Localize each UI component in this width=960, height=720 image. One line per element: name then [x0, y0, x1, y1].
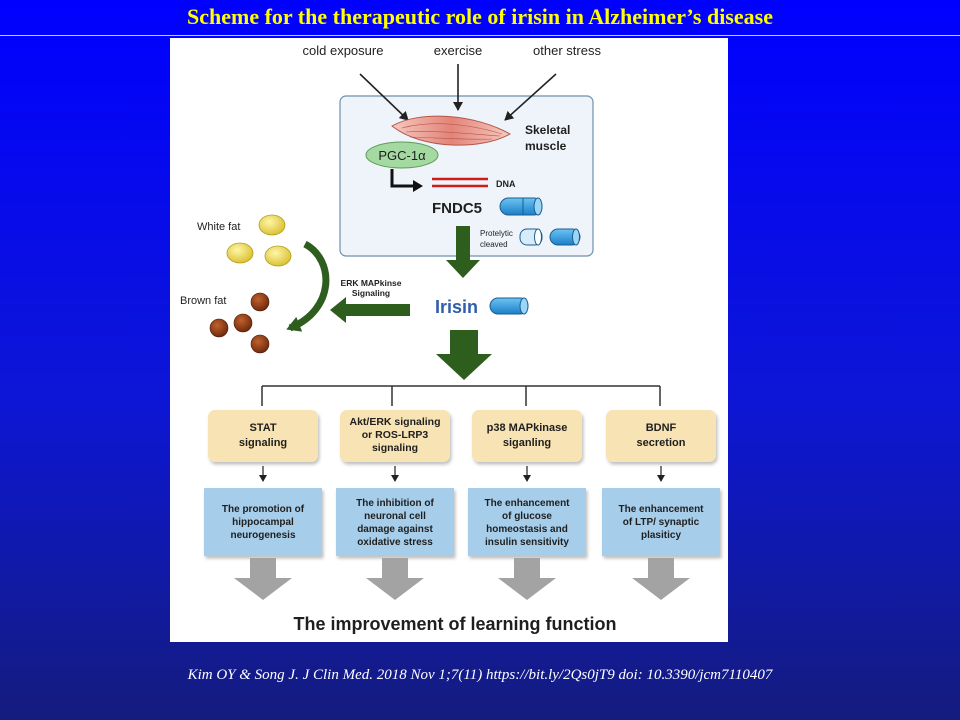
stimulus-other-stress: other stress [533, 43, 601, 58]
transcription-arrow-head [413, 180, 423, 192]
brown-fat-cell [209, 318, 229, 338]
gray-down-arrow [234, 558, 292, 600]
effect-label: neuronal cell [364, 511, 426, 522]
stimulus-exercise: exercise [434, 43, 482, 58]
brown-fat-label: Brown fat [180, 295, 226, 307]
effect-label: neurogenesis [230, 530, 295, 541]
green-arrow-to-irisin [446, 226, 480, 278]
pgc-label: PGC-1α [378, 148, 426, 163]
effect-box [336, 488, 454, 556]
muscle-label-2: muscle [525, 139, 567, 153]
gray-down-arrow [366, 558, 424, 600]
signal-label: signaling [372, 442, 418, 454]
dna-label: DNA [496, 179, 516, 189]
skeletal-muscle-icon [391, 115, 512, 146]
irisin-label: Irisin [435, 297, 478, 317]
effect-box [602, 488, 720, 556]
signal-box [606, 410, 716, 462]
slide-title: Scheme for the therapeutic role of irisi… [187, 4, 773, 29]
transcription-arrow [390, 169, 414, 188]
arrow-stress-to-muscle [504, 73, 557, 121]
signal-label: p38 MAPkinase [487, 422, 568, 434]
gray-down-arrow [498, 558, 556, 600]
effect-box [468, 488, 586, 556]
stimulus-cold-exposure: cold exposure [303, 43, 384, 58]
irisin-scheme-diagram: cold exposure exercise other stress Skel… [180, 43, 720, 634]
effect-label: damage against [357, 524, 433, 535]
effect-box [204, 488, 322, 556]
citation: Kim OY & Song J. J Clin Med. 2018 Nov 1;… [187, 667, 773, 683]
signal-label: or ROS-LRP3 [362, 429, 429, 441]
erk-label-1: ERK MAPkinse [341, 278, 402, 288]
effect-label: plasiticy [641, 530, 681, 541]
effect-label: oxidative stress [357, 537, 433, 548]
pgc-ellipse [365, 141, 439, 169]
signal-box [472, 410, 582, 462]
fat-browning-arrow [286, 240, 330, 332]
erk-label-2: Signaling [352, 288, 390, 298]
signal-box [208, 410, 318, 462]
pathway-column-bdnf: BDNF secretion The enhancement of LTP/ s… [602, 410, 720, 600]
arrow-cold-to-muscle [359, 73, 409, 121]
fndc5-label: FNDC5 [432, 200, 482, 217]
signal-box [340, 410, 450, 462]
green-arrow-to-pathways [436, 330, 492, 380]
effect-label: The enhancement [484, 498, 570, 509]
signal-label: Akt/ERK signaling [349, 416, 440, 428]
effect-label: homeostasis and [486, 524, 568, 535]
effect-label: of LTP/ synaptic [623, 517, 700, 528]
cleaved-label-2: cleaved [480, 240, 508, 249]
brown-fat-cell [250, 292, 270, 312]
pathway-column-akt-erk: Akt/ERK signaling or ROS-LRP3 signaling … [336, 410, 454, 600]
cleaved-label-1: Protelytic [480, 229, 513, 238]
white-fat-cell [264, 245, 292, 267]
effect-label: The inhibition of [356, 498, 434, 509]
fndc5-protein-icon [499, 197, 543, 216]
irisin-protein-icon [489, 297, 529, 315]
outcome-label: The improvement of learning function [293, 614, 616, 634]
brown-fat-cell [233, 313, 253, 333]
effect-label: The enhancement [618, 504, 704, 515]
brown-fat-cell [250, 334, 270, 354]
gray-down-arrow [632, 558, 690, 600]
effect-label: insulin sensitivity [485, 537, 569, 548]
irisin-scheme-figure: cold exposure exercise other stress Skel… [170, 38, 728, 642]
green-arrow-to-fat [330, 297, 410, 323]
cleaved-irisin-icon [549, 228, 581, 246]
effect-label: The promotion of [222, 504, 305, 515]
effect-label: of glucose [502, 511, 552, 522]
signal-label: secretion [637, 437, 686, 449]
white-fat-label: White fat [197, 221, 240, 233]
cleaved-fragment-icon [519, 228, 543, 246]
signal-label: signaling [239, 437, 287, 449]
white-fat-cell [226, 242, 254, 264]
signal-label: siganling [503, 437, 551, 449]
effect-label: hippocampal [232, 517, 294, 528]
white-fat-cell [258, 214, 286, 236]
signal-label: STAT [249, 422, 276, 434]
muscle-label-1: Skeletal [525, 123, 570, 137]
pathway-column-p38: p38 MAPkinase siganling The enhancement … [468, 410, 586, 600]
pathway-column-stat: STAT signaling The promotion of hippocam… [204, 410, 322, 600]
title-divider [0, 35, 960, 36]
signal-label: BDNF [646, 422, 677, 434]
